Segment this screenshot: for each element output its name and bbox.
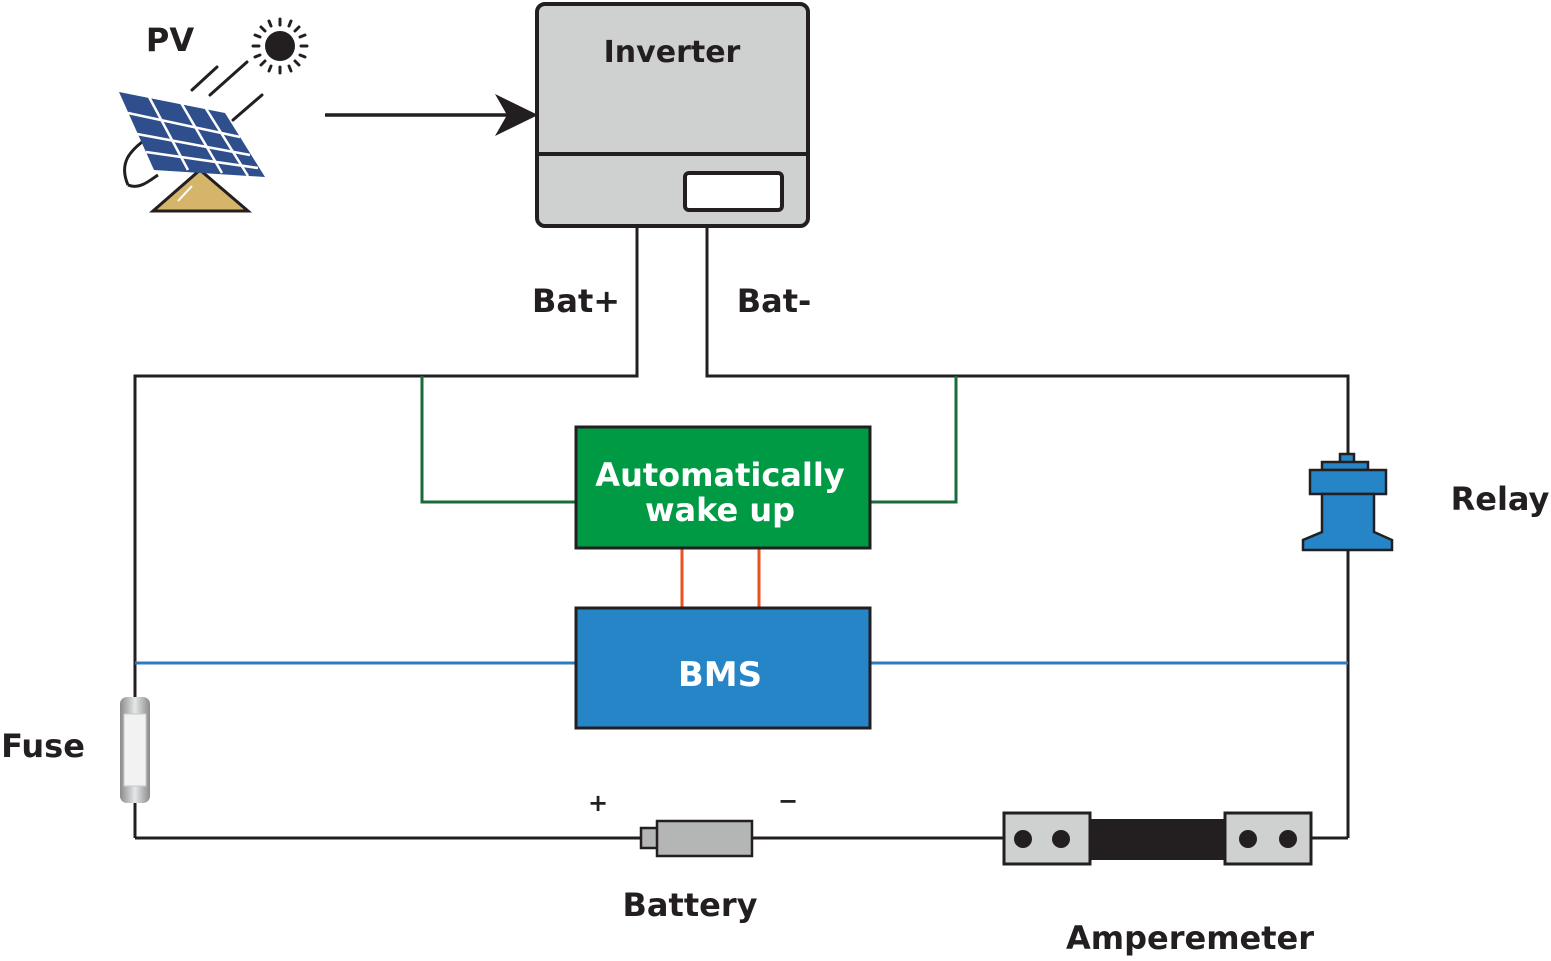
bms-module: BMS — [574, 606, 872, 730]
inverter: Inverter — [535, 2, 810, 228]
relay-icon — [1301, 452, 1394, 552]
battery-minus-sign: − — [778, 787, 798, 815]
bat-minus-wire — [705, 228, 1350, 455]
pv-arrow — [325, 94, 538, 136]
fuse-label: Fuse — [1, 727, 85, 765]
inverter-display — [683, 171, 784, 212]
amperemeter-icon — [1002, 811, 1313, 866]
wake-wiring — [420, 376, 958, 504]
wake-up-module: Automatically wake up — [574, 425, 872, 550]
inverter-label: Inverter — [604, 35, 741, 70]
bat-minus-label: Bat- — [737, 282, 812, 320]
bat-plus-wire — [133, 228, 639, 697]
solar-panel-icon — [119, 92, 265, 213]
wake-up-label-line2: wake up — [645, 491, 795, 529]
battery-plus-sign: + — [588, 789, 608, 817]
fuse-icon — [120, 697, 150, 803]
sun-icon — [251, 17, 309, 75]
bms-label: BMS — [678, 655, 762, 695]
bat-plus-label: Bat+ — [532, 282, 620, 320]
wake-up-label-line1: Automatically — [595, 456, 845, 494]
signal-wiring — [680, 548, 761, 608]
wake-left-wire — [420, 376, 576, 504]
battery-label: Battery — [623, 886, 758, 924]
amperemeter-label: Amperemeter — [1066, 919, 1314, 957]
relay-label: Relay — [1451, 480, 1550, 518]
main-wiring — [133, 228, 1350, 840]
sun-rays — [190, 60, 264, 122]
pv-label: PV — [146, 21, 194, 59]
battery-icon — [639, 819, 754, 858]
wake-right-wire — [870, 376, 958, 504]
